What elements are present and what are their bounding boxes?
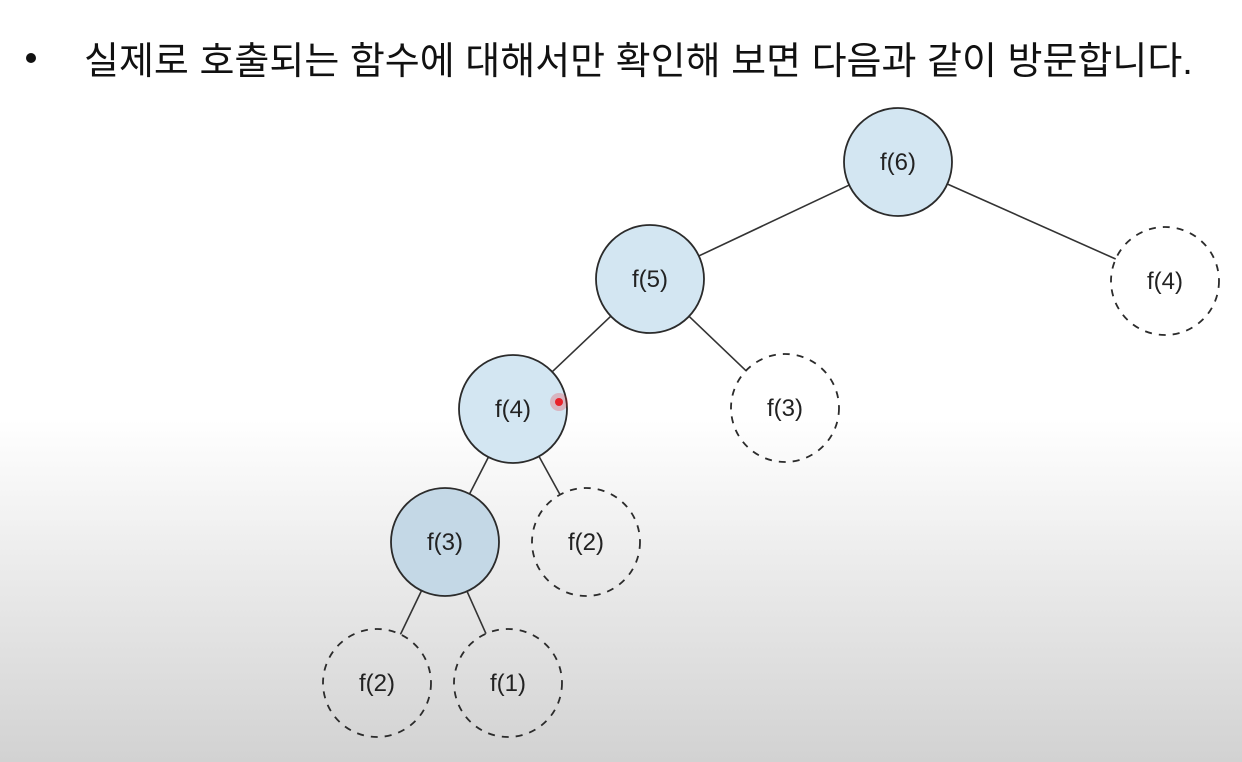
node-label: f(4): [495, 396, 531, 423]
tree-edge: [946, 183, 1117, 260]
pointer-cursor-icon: [550, 393, 568, 411]
node-label: f(2): [568, 529, 604, 556]
tree-edge: [399, 590, 423, 635]
tree-edge: [551, 315, 612, 373]
node-circle: [595, 224, 705, 334]
node-circle: [730, 353, 840, 463]
node-circle: [390, 487, 500, 597]
tree-edges: [399, 183, 1117, 635]
visited-call-node: f(5): [595, 224, 705, 334]
node-circle: [322, 628, 432, 738]
node-circle: [843, 107, 953, 217]
node-label: f(3): [427, 529, 463, 556]
node-label: f(6): [880, 149, 916, 176]
tree-edge: [698, 184, 850, 257]
visited-call-node: f(4): [458, 354, 568, 464]
bullet-line: 실제로 호출되는 함수에 대해서만 확인해 보면 다음과 같이 방문합니다.: [26, 30, 1193, 85]
node-label: f(5): [632, 266, 668, 293]
visited-call-node: f(6): [843, 107, 953, 217]
skipped-call-node: f(1): [453, 628, 563, 738]
tree-edge: [468, 456, 490, 495]
node-label: f(4): [1147, 268, 1183, 295]
bullet-dot-icon: [26, 52, 36, 63]
skipped-call-node: f(3): [730, 353, 840, 463]
skipped-call-node: f(2): [322, 628, 432, 738]
node-label: f(1): [490, 670, 526, 697]
bullet-text: 실제로 호출되는 함수에 대해서만 확인해 보면 다음과 같이 방문합니다.: [84, 41, 1193, 83]
tree-edge: [688, 315, 747, 372]
node-circle: [453, 628, 563, 738]
skipped-call-node: f(2): [531, 487, 641, 597]
node-circle: [1110, 226, 1220, 336]
tree-edge: [538, 455, 561, 496]
visited-call-node: f(3): [390, 487, 500, 597]
node-circle: [531, 487, 641, 597]
tree-nodes: f(6) f(5) f(4) f(4) f(3) f(3) f(2) f(2) f(1): [322, 107, 1220, 738]
skipped-call-node: f(4): [1110, 226, 1220, 336]
node-label: f(2): [359, 670, 395, 697]
cursor-dot: [555, 398, 563, 406]
node-label: f(3): [767, 395, 803, 422]
tree-edge: [466, 590, 487, 635]
node-circle: [458, 354, 568, 464]
